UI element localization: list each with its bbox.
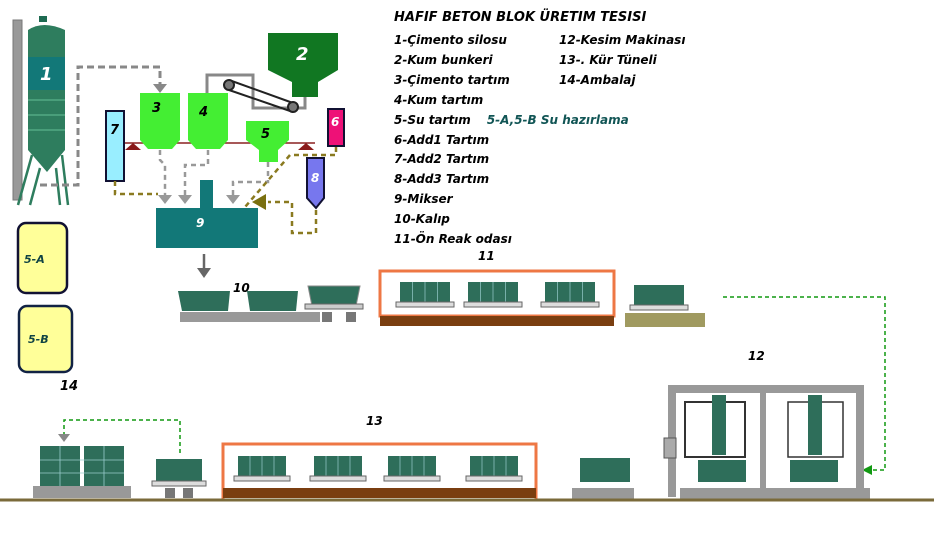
legend-item: 3-Çimento tartım [394, 72, 510, 87]
legend-item: 5-Su tartım [394, 112, 471, 127]
sand-hopper: 2 [268, 33, 338, 97]
cart [151, 459, 207, 498]
add1-tank: 6 [327, 108, 345, 147]
cart [572, 458, 634, 500]
legend-right: 12-Kesim Makinası 13-. Kür Tüneli 14-Amb… [559, 31, 685, 91]
legend-item: 14-Ambalaj [559, 72, 636, 87]
label-3: 3 [152, 101, 161, 116]
legend-item: 13-. Kür Tüneli [559, 52, 657, 67]
arrow-icon [153, 84, 167, 93]
mould-line: 10 [178, 281, 364, 322]
water-tank-5a: 5-A [16, 221, 69, 295]
label-14: 14 [60, 379, 78, 394]
cart [625, 285, 705, 327]
legend-item: 6-Add1 Tartım [394, 132, 490, 147]
legend-item: 2-Kum bunkeri [394, 52, 493, 67]
label-11: 11 [478, 249, 495, 263]
label-7: 7 [110, 123, 120, 138]
label-10: 10 [233, 281, 250, 295]
cutting-machine: 12 [663, 349, 870, 500]
mixer: 9 [156, 180, 258, 248]
legend-item: 12-Kesim Makinası [559, 33, 686, 47]
label-5b: 5-B [28, 333, 49, 346]
label-5a: 5-A [24, 253, 45, 266]
label-2: 2 [296, 44, 309, 65]
cart [309, 456, 367, 482]
label-6: 6 [331, 115, 339, 129]
label-12: 12 [748, 349, 765, 363]
cart [540, 282, 600, 308]
water-prep-note: 5-A,5-B Su hazırlama [486, 112, 629, 127]
label-1: 1 [40, 64, 53, 85]
legend-item: 9-Mikser [394, 192, 453, 207]
label-9: 9 [196, 216, 204, 230]
conveyor-frame [205, 73, 307, 110]
add2-tank: 7 [105, 110, 125, 182]
label-5: 5 [261, 127, 270, 142]
diagram-title: HAFIF BETON BLOK ÜRETIM TESISI [394, 10, 647, 25]
arrow-icon [252, 194, 266, 210]
label-4: 4 [198, 105, 208, 120]
water-weigh-hopper: 5 [246, 121, 289, 162]
cart [233, 456, 291, 482]
legend-item: 10-Kalıp [394, 212, 450, 227]
cart [463, 282, 523, 308]
legend-item: 1-Çimento silosu [394, 33, 507, 47]
sand-weigh-hopper: 4 [188, 93, 228, 149]
label-13: 13 [366, 414, 383, 428]
legend-item: 11-Ön Reak odası [394, 232, 512, 247]
legend-item: 8-Add3 Tartım [394, 172, 490, 187]
legend-item: 7-Add2 Tartım [394, 152, 490, 167]
packaging-pallets [33, 446, 131, 498]
cart [465, 456, 523, 482]
legend-left: 1-Çimento silosu 2-Kum bunkeri 3-Çimento… [394, 31, 629, 250]
conveyor-belt [223, 79, 299, 113]
cart [383, 456, 441, 482]
label-8: 8 [311, 171, 319, 185]
pre-reaction-room: 11 [378, 249, 616, 326]
add3-tank: 8 [306, 157, 325, 210]
cement-weigh-hopper: 3 [140, 93, 180, 149]
water-tank-5b: 5-B [17, 304, 74, 374]
legend-item: 4-Kum tartım [394, 92, 484, 107]
cart [395, 282, 455, 308]
cement-silo: 1 [12, 16, 70, 206]
curing-tunnel: 13 [221, 414, 538, 502]
